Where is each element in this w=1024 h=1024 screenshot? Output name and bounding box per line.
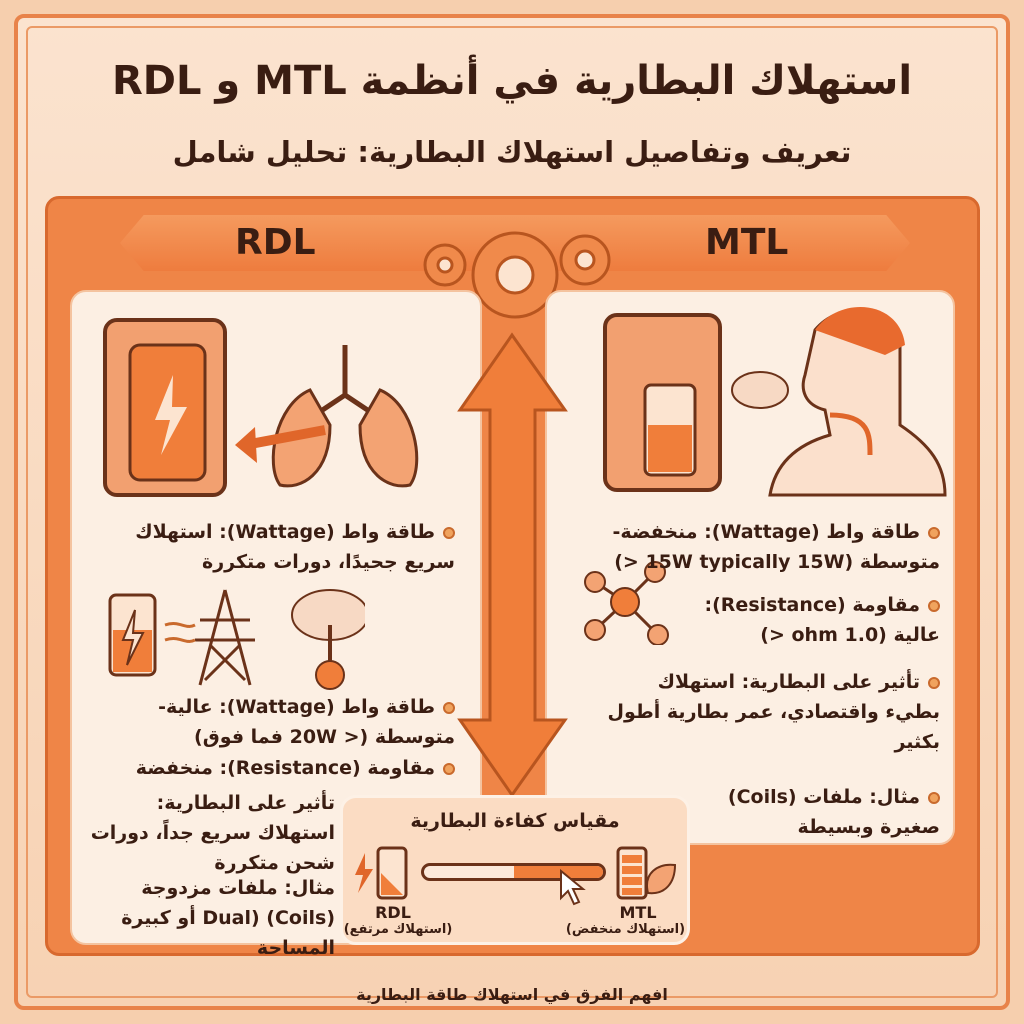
- meter-mtl-sub: (استهلاك منخفض): [565, 922, 686, 937]
- cursor-icon: [560, 868, 586, 906]
- gear-icon: [423, 231, 611, 319]
- bullet-icon: [443, 762, 455, 775]
- rdl-item-1: طاقة واط (Wattage): استهلاك سريع جحيدًا،…: [135, 521, 455, 573]
- mtl-item-2: مقاومة (Resistance): عالية (1.0 ohm <): [704, 594, 940, 646]
- poster-inner-frame: [26, 26, 998, 998]
- meter-rdl-sub: (استهلاك مرتفع): [343, 922, 453, 937]
- rdl-item-2: طاقة واط (Wattage): عالية-متوسطة (< 20W …: [158, 696, 455, 748]
- battery-efficiency-meter: مقياس كفاءة البطارية RDL (استهلاك مرتفع)…: [340, 795, 690, 945]
- page-title: استهلاك البطارية في أنظمة MTL و RDL: [111, 58, 913, 104]
- bullet-icon: [443, 526, 455, 539]
- mtl-illustration: [603, 307, 947, 497]
- vape-battery-icon: [103, 318, 227, 497]
- power-tower-icon: [164, 589, 255, 686]
- rdl-item-3: مقاومة (Resistance): منخفضة: [85, 753, 455, 783]
- meter-title: مقياس كفاءة البطارية: [410, 810, 620, 832]
- mtl-item-1: طاقة واط (Wattage): منخفضة-متوسطة (15W t…: [612, 521, 940, 573]
- hookah-cloud-icon: [291, 589, 365, 690]
- leaf-icon: [646, 863, 677, 895]
- efficiency-bar-fill: [513, 866, 603, 878]
- bullet-icon: [928, 599, 940, 612]
- page-subtitle: تعريف وتفاصيل استهلاك البطارية: تحليل شا…: [172, 135, 852, 169]
- double-arrow-icon: [457, 332, 568, 798]
- molecule-icon: [584, 561, 669, 645]
- mtl-battery-leaf-icon: [616, 846, 677, 900]
- efficiency-bar: [421, 863, 606, 881]
- rdl-icons-row: [108, 589, 365, 690]
- rdl-item-4: تأثير على البطارية: استهلاك سريع جداً، د…: [90, 792, 335, 874]
- battery-icon: [108, 593, 157, 677]
- bullet-icon: [443, 701, 455, 714]
- rdl-battery-low-icon: [355, 846, 408, 900]
- bullet-icon: [928, 676, 940, 689]
- lungs-icon: [235, 345, 419, 488]
- mtl-item-3: تأثير على البطارية: استهلاك بطيء واقتصاد…: [607, 671, 940, 753]
- rdl-heading: RDL: [235, 222, 316, 263]
- rdl-illustration: [103, 318, 419, 497]
- meter-rdl-label: RDL: [375, 903, 411, 922]
- meter-mtl-label: MTL: [619, 903, 657, 922]
- mtl-item-4: مثال: ملفات (Coils) صغيرة وبسيطة: [727, 786, 940, 838]
- vape-battery-icon: [603, 313, 722, 492]
- footer-caption: افهم الفرق في استهلاك طاقة البطارية: [356, 985, 668, 1004]
- bullet-icon: [928, 791, 940, 804]
- mtl-heading: MTL: [705, 222, 789, 263]
- person-exhale-icon: [731, 307, 947, 497]
- bullet-icon: [928, 526, 940, 539]
- rdl-item-5: مثال: ملفات مزدوجة (Coils) (Dual أو كبير…: [121, 877, 335, 959]
